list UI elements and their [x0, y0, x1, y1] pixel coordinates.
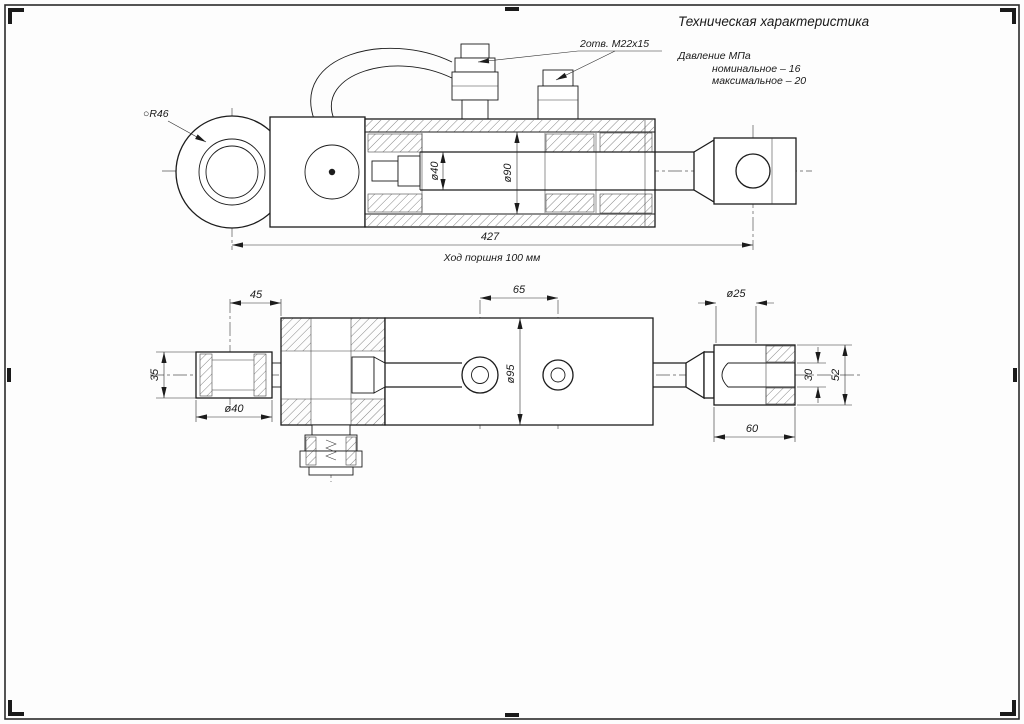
piston-rod	[371, 151, 694, 191]
dimension-30: 30	[797, 347, 826, 403]
dimension-dia95: ø95	[505, 318, 523, 425]
valve-assembly	[299, 424, 363, 476]
eye-radius-label: ○R46	[143, 108, 169, 120]
clevis-side-view	[693, 137, 797, 205]
dimension-dia25: ø25	[698, 288, 774, 343]
dimension-bore-dia90: ø90	[502, 132, 520, 214]
dim-dia40-label: ø40	[225, 403, 245, 415]
pressure-nominal: номинальное – 16	[712, 63, 801, 75]
frame-corner-marks	[7, 7, 1017, 717]
dim-30-label: 30	[803, 368, 815, 381]
main-body-plan	[384, 317, 654, 426]
pressure-label: Давление МПа	[677, 50, 751, 62]
rod-eye	[175, 115, 366, 229]
dimension-60: 60	[713, 407, 796, 442]
port-fitting-right	[537, 69, 579, 120]
tech-spec-title: Техническая характеристика	[678, 14, 870, 29]
bottom-view: 45 65 35 ø40	[149, 284, 862, 482]
overall-length-label: 427	[481, 231, 500, 243]
rear-block-plan	[280, 317, 386, 426]
ports-note-label: 2отв. М22х15	[579, 38, 649, 50]
ports-note-leader: 2отв. М22х15	[477, 38, 662, 83]
dimension-35: 35	[149, 351, 196, 399]
dim-dia25-label: ø25	[727, 288, 747, 300]
port-fitting-left	[451, 43, 499, 120]
dimension-dia40-plan: ø40	[195, 400, 273, 422]
hydraulic-hose	[310, 47, 453, 120]
dimension-52: 52	[797, 344, 852, 406]
eye-radius-leader: ○R46	[143, 108, 208, 145]
stroke-note-label: Ход поршня 100 мм	[443, 252, 541, 264]
dim-45-label: 45	[250, 289, 263, 301]
top-view: 2отв. М22х15 ○R46	[143, 38, 812, 264]
dimension-65: 65	[480, 284, 558, 301]
drawing-frame	[4, 4, 1020, 720]
clevis-fork-plan	[653, 344, 796, 406]
dim-52-label: 52	[830, 369, 842, 381]
dimension-overall-427: 427 Ход поршня 100 мм	[232, 231, 753, 264]
rod-dia-label: ø40	[429, 161, 441, 181]
dim-35-label: 35	[149, 368, 161, 381]
dim-dia95-label: ø95	[505, 364, 517, 384]
dimension-rod-dia40: ø40	[429, 152, 446, 190]
bore-dia-label: ø90	[502, 163, 514, 183]
rod-end-plan	[195, 351, 281, 399]
dim-60-label: 60	[746, 423, 759, 435]
tech-spec-block: Техническая характеристика Давление МПа …	[677, 14, 870, 87]
pressure-max: максимальное – 20	[712, 75, 806, 87]
dim-65-label: 65	[513, 284, 526, 296]
dimension-45: 45	[230, 289, 282, 316]
